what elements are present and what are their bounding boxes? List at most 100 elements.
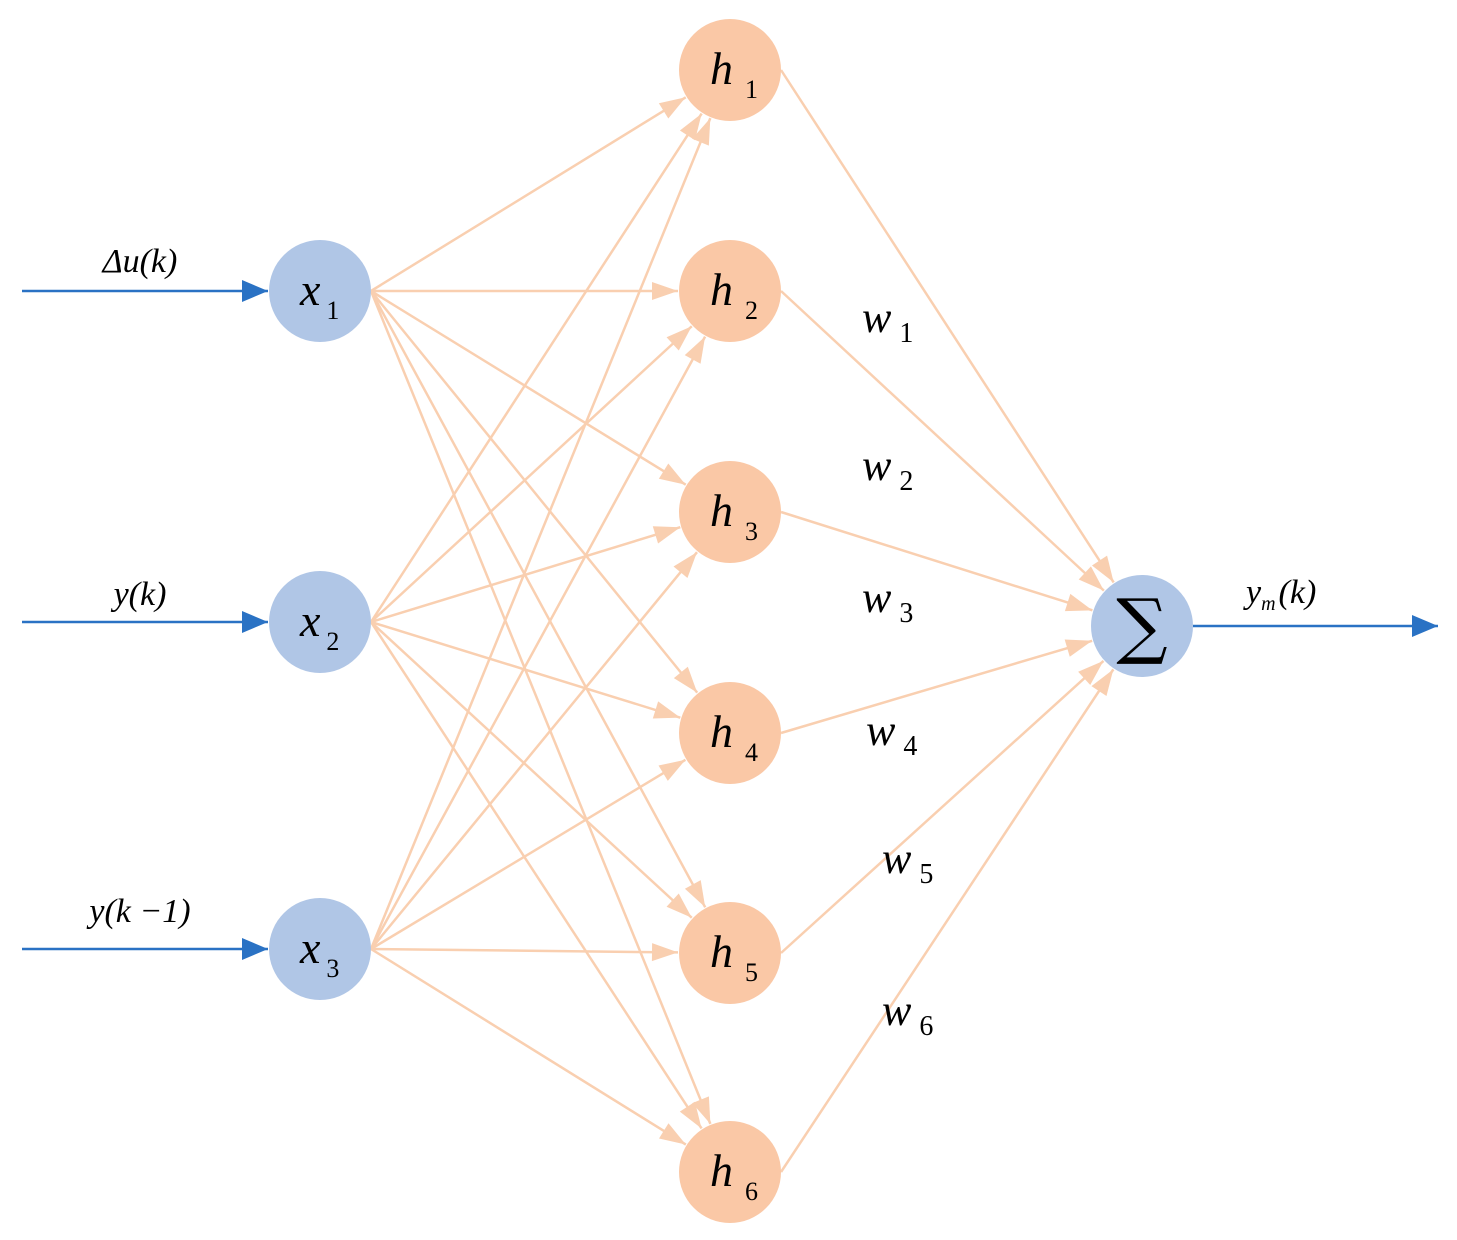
hidden-node-label-3-sub: 3	[745, 517, 758, 546]
input-label-2: y(k)	[111, 576, 167, 613]
connection-x1-h5	[369, 290, 707, 908]
connection-x1-h6	[369, 290, 712, 1125]
output-node-sum	[1091, 575, 1193, 677]
io-arrows	[22, 280, 1438, 960]
connection-x1-h4	[370, 290, 699, 694]
hidden-node-label-5-main: h	[710, 926, 733, 977]
weight-label-4-main: w	[866, 706, 896, 755]
hidden-node-h2	[679, 240, 781, 342]
arrowhead	[652, 701, 681, 719]
connection-x3-h2	[369, 336, 707, 950]
input-node-label-2-sub: 2	[326, 627, 339, 656]
hidden-node-label-6-main: h	[710, 1145, 733, 1196]
arrowhead	[679, 113, 702, 141]
arrowhead	[658, 759, 686, 781]
arrowhead	[242, 280, 268, 302]
connection-x3-h1	[369, 117, 712, 950]
connection-h6-sum	[779, 668, 1115, 1173]
hidden-node-label-4-main: h	[710, 706, 733, 757]
connection-h5-sum	[780, 659, 1105, 954]
hidden-node-label-2-main: h	[710, 264, 733, 315]
weight-label-6-main: w	[882, 986, 912, 1035]
connection-x2-h1	[369, 112, 703, 623]
weight-label-2-main: w	[862, 441, 892, 490]
weight-label-2-sub: 2	[899, 466, 913, 497]
input-label-1: Δu(k)	[101, 243, 178, 280]
weight-label-3-main: w	[862, 573, 892, 622]
connection-x2-h4	[370, 620, 681, 719]
connection-h1-sum	[779, 69, 1115, 584]
output-label: ym(k)	[1243, 574, 1316, 615]
arrowhead	[1064, 639, 1093, 657]
arrowhead	[692, 1096, 711, 1124]
arrowhead	[679, 1101, 702, 1129]
arrowhead	[666, 893, 692, 918]
connection-x3-h5	[370, 947, 679, 954]
output-label-main: y	[1243, 574, 1262, 611]
hidden-node-h3	[679, 461, 781, 563]
arrowhead	[1412, 615, 1438, 637]
arrowhead	[658, 97, 686, 119]
sigma-icon: ∑	[1116, 583, 1167, 667]
connections	[369, 69, 1115, 1173]
hidden-node-h5	[679, 902, 781, 1004]
connection-x3-h3	[370, 551, 698, 950]
arrowhead	[684, 336, 706, 364]
weight-label-5-sub: 5	[919, 859, 933, 890]
arrowhead	[242, 938, 268, 960]
input-node-label-2-main: x	[299, 595, 321, 646]
arrowhead	[652, 282, 678, 300]
connection-x2-h2	[370, 325, 693, 623]
arrowhead	[242, 611, 268, 633]
hidden-node-label-3-main: h	[710, 485, 733, 536]
arrowhead	[658, 1123, 686, 1145]
hidden-node-label-1-main: h	[710, 43, 733, 94]
arrowhead	[1091, 669, 1114, 697]
connection-x2-h6	[369, 621, 703, 1130]
weight-label-6-sub: 6	[919, 1011, 933, 1042]
arrowhead	[692, 118, 711, 146]
connection-h4-sum	[780, 639, 1093, 735]
connection-x3-h4	[370, 758, 687, 951]
weight-label-1-main: w	[862, 293, 892, 342]
connection-h3-sum	[780, 510, 1093, 612]
weight-label-3-sub: 3	[899, 598, 913, 629]
output-label-sub: m	[1261, 593, 1275, 615]
connection-x1-h3	[370, 289, 687, 486]
hidden-node-label-5-sub: 5	[745, 958, 758, 987]
arrowhead	[1064, 593, 1093, 612]
hidden-node-label-2-sub: 2	[745, 296, 758, 325]
input-node-x3	[269, 898, 371, 1000]
arrowhead	[666, 326, 692, 351]
input-node-label-3-sub: 3	[326, 954, 339, 983]
hidden-node-h1	[679, 19, 781, 121]
input-node-label-3-main: x	[299, 922, 321, 973]
input-node-x2	[269, 571, 371, 673]
hidden-node-label-4-sub: 4	[745, 738, 758, 767]
input-label-3: y(k −1)	[86, 893, 190, 930]
weight-label-5-main: w	[882, 834, 912, 883]
arrowhead	[1078, 566, 1104, 591]
arrowhead	[673, 552, 697, 578]
hidden-node-label-1-sub: 1	[745, 75, 758, 104]
input-node-x1	[269, 240, 371, 342]
arrowhead	[652, 526, 681, 544]
weight-label-4-sub: 4	[903, 731, 917, 762]
